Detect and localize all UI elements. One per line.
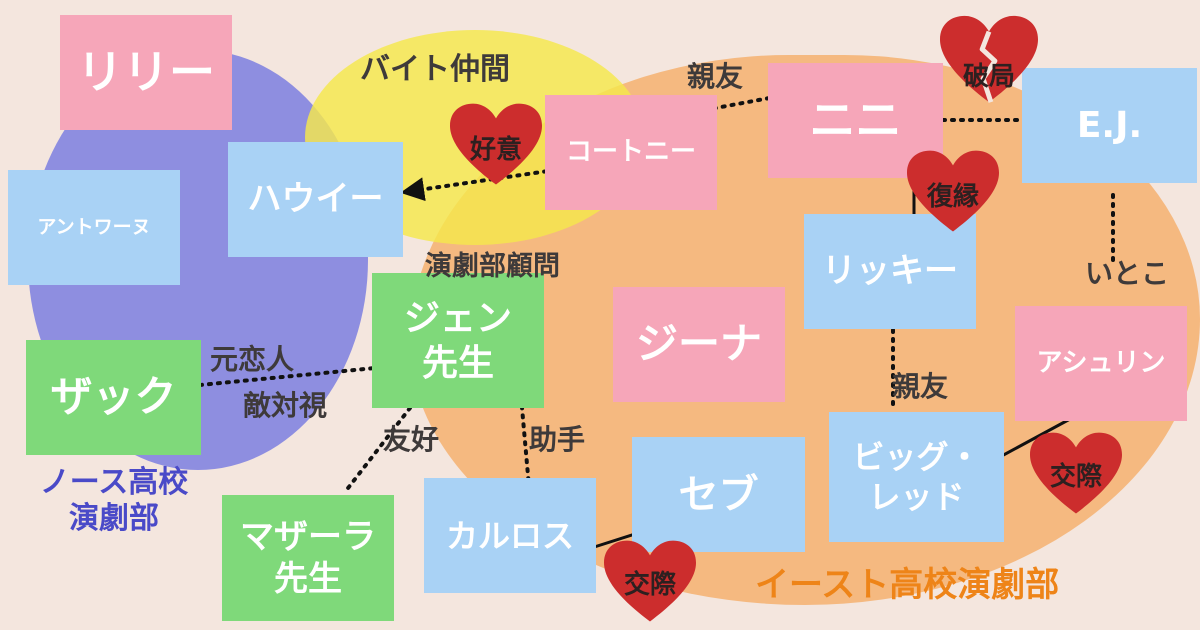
character-ej: E.J. (1022, 68, 1197, 183)
heart-icon (907, 150, 999, 232)
character-gina: ジーナ (613, 287, 785, 402)
character-big-red: ビッグ・ レッド (829, 412, 1004, 542)
heart-icon (450, 103, 542, 185)
heart-icon (604, 540, 696, 622)
character-ricky: リッキー (804, 214, 976, 329)
label-favor: 好意 (469, 135, 522, 165)
character-carlos: カルロス (424, 478, 596, 593)
character-seb: セブ (632, 437, 805, 552)
zack-jenn-dotted-line (198, 366, 377, 387)
heart-breakup: 破局 (940, 14, 1038, 106)
heart-icon (1030, 432, 1122, 514)
broken-heart-icon (940, 15, 1038, 103)
bite-group-title: バイト仲間 (360, 52, 510, 87)
jenn-mazzara-dotted-line (343, 406, 412, 494)
label-assistant: 助手 (529, 423, 586, 456)
label-best-friend-courtney-nini: 親友 (687, 60, 744, 93)
label-rivalry: 敵対視 (243, 389, 328, 422)
character-mazzara: マザーラ 先生 (222, 495, 394, 621)
label-friendly: 友好 (383, 423, 440, 456)
character-lily: リリー (60, 15, 232, 130)
heart-favor: 好意 (450, 103, 542, 187)
east-group-title: イースト高校演劇部 (755, 565, 1060, 605)
label-dating-ashlyn-bigred: 交際 (1049, 462, 1102, 492)
label-ex-lover: 元恋人 (210, 343, 295, 376)
label-breakup: 破局 (962, 62, 1015, 92)
character-howie: ハウイー (228, 142, 403, 257)
courtney-howie-arrow (400, 168, 557, 202)
character-zack: ザック (26, 340, 201, 455)
character-antoine: アントワーヌ (8, 170, 180, 285)
character-jenn: ジェン 先生 (372, 273, 544, 408)
heart-dating-carlos-seb: 交際 (604, 540, 696, 624)
label-cousin: いとこ (1085, 257, 1170, 290)
north-group-title: ノース高校 演劇部 (39, 465, 189, 536)
heart-reunion: 復縁 (907, 150, 999, 234)
character-nini: ニニ (768, 63, 943, 178)
heart-dating-ashlyn-bigred: 交際 (1030, 432, 1122, 516)
label-dating-carlos-seb: 交際 (623, 570, 676, 600)
character-courtney: コートニー (545, 95, 717, 210)
character-ashlyn: アシュリン (1015, 306, 1187, 421)
label-best-friend-ricky-bigred: 親友 (892, 370, 949, 403)
label-reunion: 復縁 (926, 182, 979, 212)
label-drama-advisor: 演劇部顧問 (425, 251, 560, 282)
